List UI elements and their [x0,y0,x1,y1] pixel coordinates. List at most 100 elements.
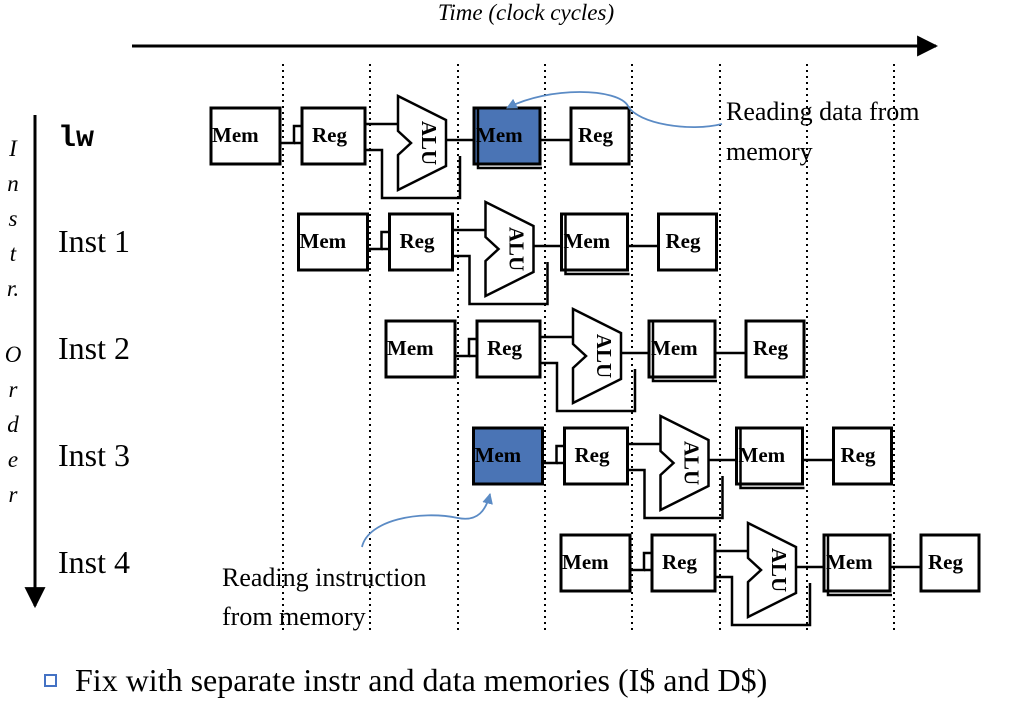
data-mem-edge [739,428,805,490]
instr-mem-box [472,426,544,486]
reg-read-box-label: Reg [575,443,610,467]
order-axis-letter: I [8,136,18,161]
annotation-data-read-arrow [506,91,723,128]
instr-mem-box-label: Mem [475,443,522,467]
alu-label: ALU [767,548,791,592]
pipeline-row: Mem Reg ALU Mem Reg [209,93,631,200]
order-axis-letter: O [5,342,22,367]
instruction-label: Inst 3 [58,437,130,473]
alu-label: ALU [505,227,529,271]
reg-read-box [300,106,367,166]
order-axis-letter: r. [7,276,19,301]
data-mem-box [647,319,717,379]
instr-mem-box-label: Mem [300,229,347,253]
alu-label: ALU [680,441,704,485]
connector [367,230,390,251]
pipeline-row: Mem Reg ALU Mem Reg [559,520,981,627]
reg-read-box-label: Reg [312,123,347,147]
order-axis-letter: d [7,412,19,437]
reg-write-box-label: Reg [753,336,788,360]
data-mem-box-label: Mem [564,229,611,253]
pipeline-row: Mem Reg ALU Mem Reg [384,306,806,413]
annotation-data-read-line1: Reading data from [726,97,920,126]
data-mem-box-label: Mem [476,123,523,147]
order-axis-letter: r [9,377,19,402]
bypass-line [452,254,549,306]
annotation-data-read: Reading data from memory [506,91,920,166]
instr-mem-box [384,319,457,379]
data-mem-edge [651,321,717,383]
alu-label: ALU [592,334,616,378]
annotation-data-read-line2: memory [726,137,813,166]
reg-read-box-label: Reg [400,229,435,253]
reg-write-box [832,426,893,486]
bypass-line [365,148,462,200]
reg-write-box-label: Reg [841,443,876,467]
alu-shape [746,520,798,620]
order-axis-letter: e [8,447,18,472]
instr-mem-box [559,533,632,593]
data-mem-box-label: Mem [739,443,786,467]
data-mem-box [735,426,804,486]
data-mem-edge [476,108,542,170]
instr-mem-box-label: Mem [562,550,609,574]
bypass-line [540,361,637,413]
reg-write-box [657,212,718,272]
connector [542,444,565,465]
bullet-square-icon [44,673,57,687]
reg-write-box-label: Reg [666,229,701,253]
instr-mem-box-label: Mem [387,336,434,360]
reg-write-box [744,319,806,379]
cycle-boundaries [282,64,895,632]
annotation-instr-read: Reading instruction from memory [222,492,493,631]
reg-write-box [919,533,981,593]
order-axis-letter: s [9,206,18,231]
reg-write-box [569,106,631,166]
pipeline-row: Mem Reg ALU Mem Reg [297,199,718,306]
connector [280,124,302,145]
order-axis-letter: r [9,482,19,507]
reg-write-box-label: Reg [578,123,613,147]
pipeline-row: Mem Reg ALU Mem Reg [472,413,893,520]
data-mem-edge [564,214,630,276]
reg-read-box [388,212,454,272]
annotation-instr-read-line2: from memory [222,602,366,631]
reg-read-box-label: Reg [487,336,522,360]
data-mem-box-label: Mem [826,550,873,574]
instr-mem-box-label: Mem [212,123,259,147]
reg-read-box [650,533,717,593]
reg-write-box-label: Reg [928,550,963,574]
reg-read-box [475,319,542,379]
annotation-instr-read-line1: Reading instruction [222,563,426,592]
annotation-instr-read-arrow [361,492,493,548]
time-axis-label: Time (clock cycles) [438,0,614,25]
data-mem-box [560,212,629,272]
reg-read-box [563,426,629,486]
alu-shape [484,199,535,299]
bypass-line [627,468,724,520]
instr-mem-box [209,106,282,166]
data-mem-box [472,106,542,166]
instruction-label: lw [58,122,94,156]
order-axis-letter: t [10,241,17,266]
alu-label: ALU [417,121,441,165]
instr-mem-box [297,212,369,272]
data-mem-box-label: Mem [651,336,698,360]
bullet-text: Fix with separate instr and data memorie… [75,661,768,698]
bypass-line [715,575,812,627]
connector [455,337,477,358]
alu-shape [659,413,710,513]
data-mem-box [822,533,892,593]
bullet-item: Fix with separate instr and data memorie… [44,660,767,700]
instruction-label: Inst 1 [58,223,130,259]
reg-read-box-label: Reg [662,550,697,574]
alu-shape [396,93,448,193]
connector [630,551,652,572]
instruction-label: Inst 2 [58,330,130,366]
alu-shape [571,306,623,406]
